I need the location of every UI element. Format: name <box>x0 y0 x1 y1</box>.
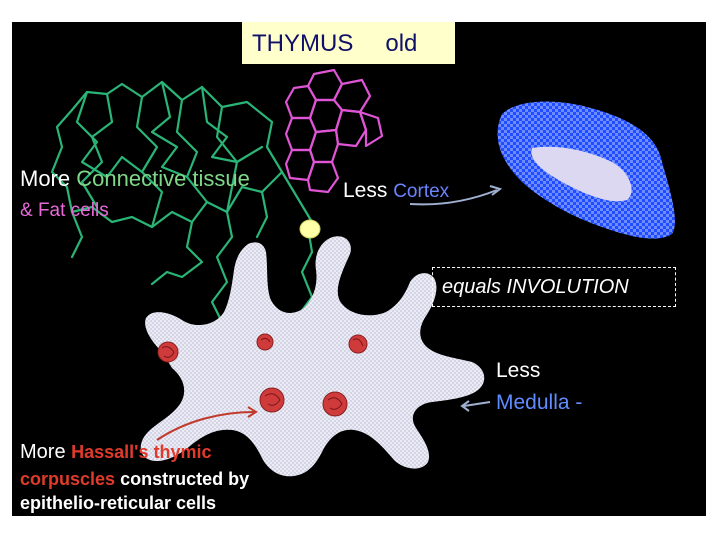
connective-tissue-text: Connective tissue <box>76 166 250 191</box>
involution-box: equals INVOLUTION <box>432 267 676 307</box>
hassall-label-line2: corpuscles constructed by <box>20 469 249 490</box>
cortex-text: Cortex <box>393 181 449 202</box>
hassall-label-line1: More Hassall's thymic <box>20 441 212 464</box>
fat-cells-label: & Fat cells <box>20 200 109 222</box>
title-word: THYMUS <box>252 30 353 57</box>
more-word-2: More <box>20 441 66 463</box>
title-age: old <box>385 30 417 57</box>
less-word-1: Less <box>343 179 387 202</box>
fat-cells <box>286 70 382 192</box>
connective-label: More Connective tissue <box>20 166 250 192</box>
slide-title: THYMUS old <box>252 30 417 58</box>
corpuscles-text: corpuscles <box>20 469 115 489</box>
more-word-1: More <box>20 166 70 191</box>
constructed-text: constructed by <box>120 469 249 489</box>
epithelio-text: epithelio-reticular cells <box>20 493 216 514</box>
slide: THYMUS old More Connective tissue & Fat c… <box>12 22 706 516</box>
hassall-text: Hassall's thymic <box>71 442 211 462</box>
cortex-label: Less Cortex <box>343 179 449 203</box>
fat-droplet <box>300 220 320 238</box>
medulla-text: Medulla - <box>496 391 582 415</box>
involution-text: equals INVOLUTION <box>442 276 629 299</box>
less-word-2: Less <box>496 359 540 383</box>
